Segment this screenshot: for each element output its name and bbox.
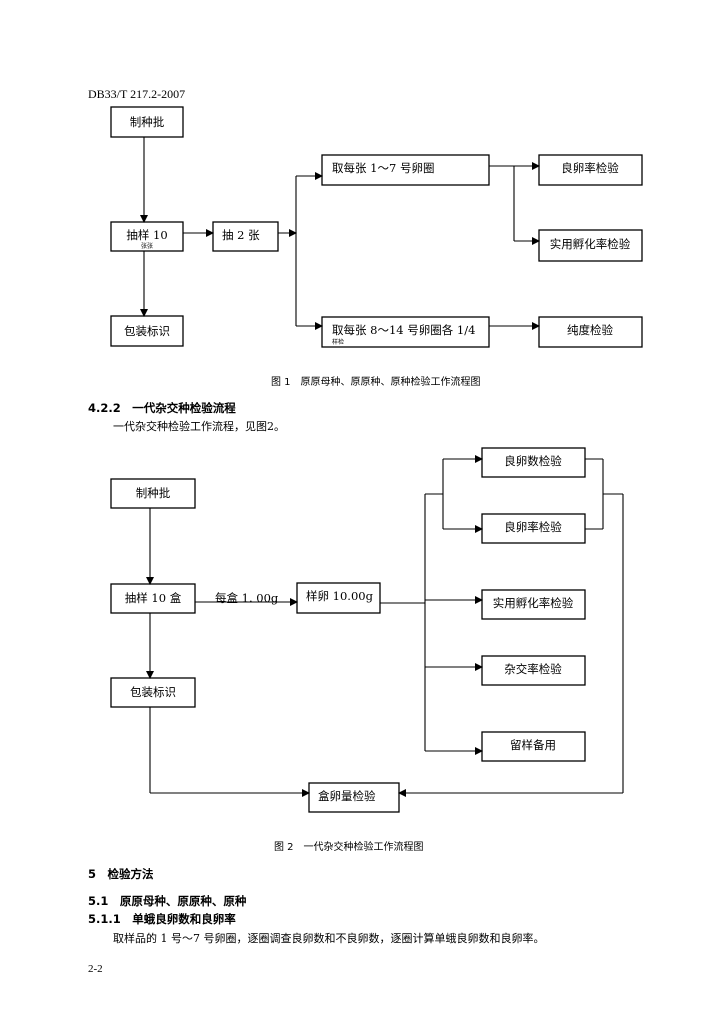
fig1-node-rings-1-7-label: 取每张 1～7 号卵圈 <box>332 161 434 175</box>
fig2-connectors <box>146 455 624 797</box>
fig1-node-good-egg-rate: 良卵率检验 <box>538 154 643 186</box>
document-code: DB33/T 217.2-2007 <box>88 87 186 101</box>
fig2-node-good-egg-rate: 良卵率检验 <box>481 513 586 544</box>
fig1-node-rings-8-14-label: 取每张 8～14 号卵圈各 1/4 <box>332 323 475 337</box>
fig2-node-packaging: 包装标识 <box>110 677 196 708</box>
fig2-node-sample-label: 抽样 10 盒 <box>125 591 182 605</box>
fig1-node-pick2-label: 抽 2 张 <box>222 228 260 242</box>
fig2-node-cross-rate: 杂交率检验 <box>481 655 586 686</box>
section-4-2-2-body: 一代杂交种检验工作流程，见图2。 <box>113 420 285 433</box>
figure-1-caption: 图 1 原原母种、原原种、原种检验工作流程图 <box>271 377 481 388</box>
fig2-node-retain: 留样备用 <box>481 731 586 762</box>
fig1-node-rings-8-14-sublabel: 样检 <box>332 338 344 346</box>
fig2-node-cross-rate-label: 杂交率检验 <box>504 662 562 676</box>
fig2-node-good-egg-count: 良卵数检验 <box>481 447 586 478</box>
fig1-node-good-egg-rate-label: 良卵率检验 <box>561 161 619 175</box>
section-5-1-heading: 5.1 原原母种、原原种、原种 <box>88 894 247 908</box>
fig2-node-good-egg-rate-label: 良卵率检验 <box>504 520 562 534</box>
fig1-node-pick2: 抽 2 张 <box>212 221 279 252</box>
fig2-node-sample-eggs: 样卵 10.00g <box>296 582 381 614</box>
fig2-node-good-egg-count-label: 良卵数检验 <box>504 454 562 468</box>
fig2-edge-label-per-box: 每盒 1. 00g <box>215 591 279 605</box>
fig2-node-hatch-rate: 实用孵化率检验 <box>481 589 586 620</box>
fig2-node-retain-label: 留样备用 <box>510 738 556 752</box>
fig1-node-batch-label: 制种批 <box>130 115 165 129</box>
fig1-node-purity: 纯度检验 <box>538 316 643 348</box>
fig1-node-sample: 抽样 10 张张 <box>110 221 184 252</box>
fig1-connectors <box>140 137 540 330</box>
fig2-node-box-qty-label: 盒卵量检验 <box>318 789 376 803</box>
fig1-node-rings-1-7: 取每张 1～7 号卵圈 <box>321 154 490 186</box>
fig2-node-packaging-label: 包装标识 <box>130 685 176 699</box>
fig2-node-sample-eggs-label: 样卵 10.00g <box>306 589 374 603</box>
fig2-node-batch-label: 制种批 <box>136 486 171 500</box>
fig1-node-batch: 制种批 <box>110 106 184 138</box>
fig1-node-rings-8-14: 取每张 8～14 号卵圈各 1/4 样检 <box>321 316 490 348</box>
fig1-node-purity-label: 纯度检验 <box>567 323 613 337</box>
fig2-node-hatch-rate-label: 实用孵化率检验 <box>493 596 574 610</box>
section-5-heading: 5 检验方法 <box>88 867 154 881</box>
fig2-node-sample: 抽样 10 盒 <box>110 583 196 614</box>
fig1-node-sample-sublabel: 张张 <box>141 242 153 250</box>
fig2-node-box-qty: 盒卵量检验 <box>308 782 400 813</box>
fig1-node-packaging-label: 包装标识 <box>124 324 170 338</box>
fig1-node-sample-label: 抽样 10 <box>126 228 167 242</box>
fig2-node-batch: 制种批 <box>110 478 196 509</box>
fig1-node-packaging: 包装标识 <box>110 315 184 347</box>
section-5-1-1-heading: 5.1.1 单蛾良卵数和良卵率 <box>88 912 236 926</box>
figure-2-caption: 图 2 一代杂交种检验工作流程图 <box>274 842 424 853</box>
page-number: 2-2 <box>88 963 103 975</box>
section-5-1-1-body: 取样品的 1 号～7 号卵圈，逐圈调查良卵数和不良卵数，逐圈计算单蛾良卵数和良卵… <box>113 932 545 945</box>
section-4-2-2-heading: 4.2.2 一代杂交种检验流程 <box>88 401 236 415</box>
fig1-node-hatch-rate-label: 实用孵化率检验 <box>550 237 631 251</box>
fig1-node-hatch-rate: 实用孵化率检验 <box>538 229 643 262</box>
